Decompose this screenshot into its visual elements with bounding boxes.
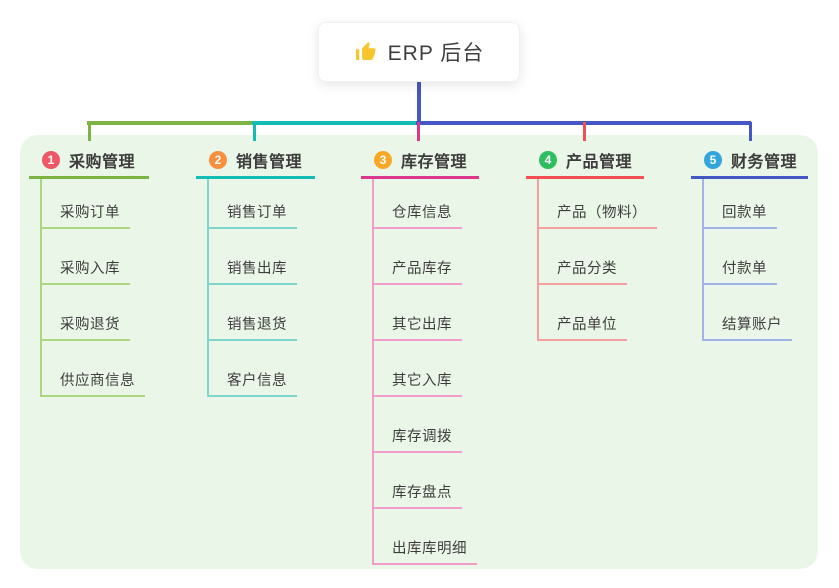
branch-item[interactable]: 采购入库 [42,229,130,285]
thumbs-up-icon [355,42,376,60]
branch-item-label: 产品库存 [392,261,452,277]
branch-item-label: 其它出库 [392,317,452,333]
branch-item-list: 销售订单销售出库销售退货客户信息 [207,179,297,397]
branch-drop-line [88,122,91,141]
branch-number-badge: 3 [374,151,392,169]
branch-item-label: 产品分类 [557,261,617,277]
bus-segment-line [252,120,420,125]
branch-drop-line [416,122,420,141]
branch-item-label: 回款单 [722,205,767,221]
branch-item[interactable]: 结算账户 [704,285,792,341]
branch-number-badge: 4 [539,151,557,169]
root-title: ERP 后台 [387,42,485,65]
branch-item[interactable]: 销售订单 [209,179,297,229]
branch-item[interactable]: 付款单 [704,229,777,285]
branch-item-list: 产品（物料） 产品分类产品单位 [537,179,657,341]
branch-number-badge: 5 [704,151,722,169]
branch-item[interactable]: 出库库明细 [374,509,477,565]
branch: 2 销售管理 销售订单销售出库销售退货客户信息 [196,148,315,397]
branch-number-badge: 1 [42,151,60,169]
branch-item-label: 产品单位 [557,317,617,333]
branch-item-label: 出库库明细 [392,541,467,557]
branch-item[interactable]: 回款单 [704,179,777,229]
branch: 1 采购管理 采购订单采购入库采购退货供应商信息 [29,148,149,397]
root-node[interactable]: ERP 后台 [318,22,520,82]
mindmap-panel [20,135,818,569]
branch-item[interactable]: 客户信息 [209,341,297,397]
branch-item[interactable]: 其它出库 [374,285,462,341]
branch-item-label: 供应商信息 [60,373,135,389]
branch-header[interactable]: 4 产品管理 [526,148,644,179]
branch-item[interactable]: 产品（物料） [539,179,657,229]
branch-item[interactable]: 产品分类 [539,229,627,285]
branch-item-label: 库存盘点 [392,485,452,501]
branch-drop-line [748,122,752,141]
branch-item[interactable]: 采购退货 [42,285,130,341]
branch-item-label: 采购订单 [60,205,120,221]
branch-drop-line [253,122,256,141]
branch-title: 产品管理 [566,154,633,171]
branch-title: 库存管理 [401,154,468,171]
branch-header[interactable]: 3 库存管理 [361,148,479,179]
branch-item-list: 回款单付款单结算账户 [702,179,792,341]
branch-header[interactable]: 1 采购管理 [29,148,149,179]
branch-item-label: 销售退货 [227,317,287,333]
branch-item[interactable]: 其它入库 [374,341,462,397]
branch-item-label: 仓库信息 [392,205,452,221]
branch-header[interactable]: 5 财务管理 [691,148,808,179]
branch-item-label: 销售出库 [227,261,287,277]
branch-item-list: 采购订单采购入库采购退货供应商信息 [40,179,145,397]
branch-item-label: 其它入库 [392,373,452,389]
branch-item[interactable]: 仓库信息 [374,179,462,229]
branch-title: 销售管理 [236,154,303,171]
branch-item[interactable]: 产品单位 [539,285,627,341]
branch-item-label: 付款单 [722,261,767,277]
branch-item[interactable]: 销售出库 [209,229,297,285]
root-trunk-line [416,82,421,124]
branch-item[interactable]: 采购订单 [42,179,130,229]
branch-item[interactable]: 销售退货 [209,285,297,341]
branch-item-label: 采购入库 [60,261,120,277]
branch-drop-line [583,122,586,141]
branch-item-label: 产品（物料） [557,205,647,221]
branch-item[interactable]: 产品库存 [374,229,462,285]
branch-header[interactable]: 2 销售管理 [196,148,315,179]
branch-item-label: 结算账户 [722,317,782,333]
branch-title: 财务管理 [731,154,798,171]
branch-number-badge: 2 [209,151,227,169]
bus-segment-line [87,120,258,125]
branch: 4 产品管理 产品（物料） 产品分类产品单位 [526,148,657,341]
branch-item[interactable]: 库存盘点 [374,453,462,509]
branch-item-label: 采购退货 [60,317,120,333]
branch-title: 采购管理 [69,154,136,171]
branch-item-label: 客户信息 [227,373,287,389]
branch-item-label: 库存调拨 [392,429,452,445]
branch-item-list: 仓库信息产品库存其它出库其它入库库存调拨库存盘点出库库明细 [372,179,477,565]
branch: 5 财务管理 回款单付款单结算账户 [691,148,808,341]
branch-item[interactable]: 供应商信息 [42,341,145,397]
branch-item-label: 销售订单 [227,205,287,221]
branch-item[interactable]: 库存调拨 [374,397,462,453]
branch: 3 库存管理 仓库信息产品库存其它出库其它入库库存调拨库存盘点出库库明细 [361,148,479,565]
